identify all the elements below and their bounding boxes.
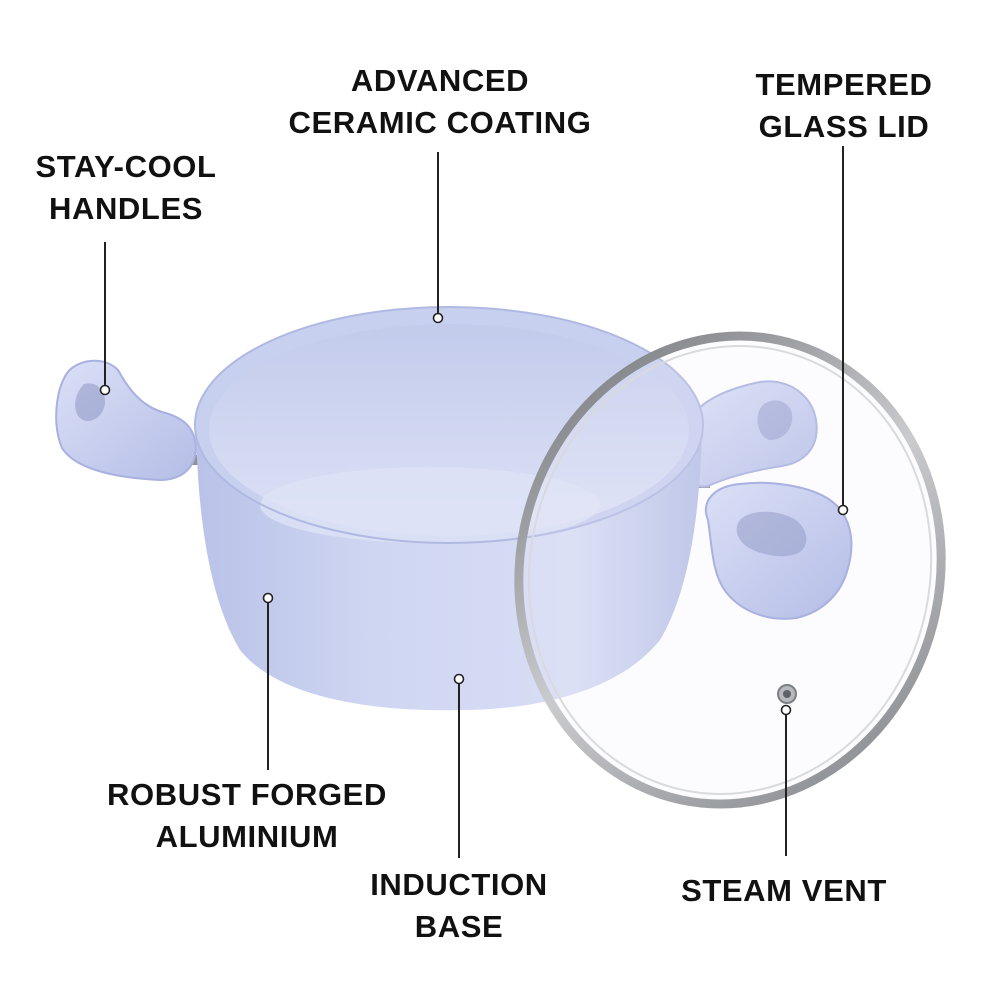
lid-label-line-2: GLASS LID [758, 109, 930, 144]
callout-leaders [99, 146, 849, 858]
vent-label-line-1: STEAM VENT [681, 873, 887, 908]
induction-label: INDUCTION BASE [352, 864, 566, 948]
coating-label-line-1: ADVANCED [350, 63, 530, 98]
pot [55, 306, 818, 711]
vent-marker [780, 704, 792, 716]
coating-marker [432, 312, 444, 324]
aluminium-label: ROBUST FORGED ALUMINIUM [96, 774, 398, 858]
handles-marker [99, 384, 111, 396]
coating-label-line-2: CERAMIC COATING [288, 105, 592, 140]
lid-marker [837, 504, 849, 516]
handles-label: STAY-COOL HANDLES [28, 146, 224, 230]
aluminium-marker [262, 592, 274, 604]
left-handle [55, 359, 206, 482]
aluminium-label-line-1: ROBUST FORGED [107, 777, 387, 812]
lid-knob [705, 481, 853, 620]
induction-label-line-1: INDUCTION [370, 867, 548, 902]
handles-label-line-1: STAY-COOL [35, 149, 217, 184]
handles-label-line-2: HANDLES [48, 191, 204, 226]
aluminium-label-line-2: ALUMINIUM [155, 819, 339, 854]
vent-label: STEAM VENT [670, 870, 898, 912]
induction-marker [453, 673, 465, 685]
lid-label-line-1: TEMPERED [755, 67, 933, 102]
coating-label: ADVANCED CERAMIC COATING [272, 60, 608, 144]
lid-label: TEMPERED GLASS LID [742, 64, 946, 148]
induction-label-line-2: BASE [414, 909, 504, 944]
glass-lid [514, 331, 946, 809]
